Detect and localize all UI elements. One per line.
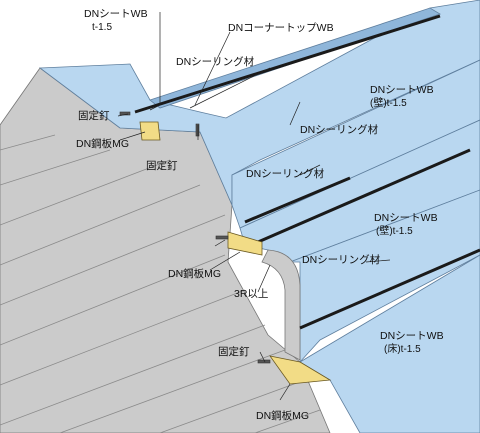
label-sealant-2: DNシーリング材 xyxy=(300,124,379,136)
radius-corner xyxy=(261,249,301,361)
label-nail-2: 固定釘 xyxy=(146,160,178,172)
label-sealant-3: DNシーリング材 xyxy=(246,168,325,180)
nail-1 xyxy=(119,111,131,116)
label-sheet-wall-2-sub: (壁)t-1.5 xyxy=(376,226,413,237)
roof-slope-lines xyxy=(0,134,321,433)
steel-plates xyxy=(139,121,332,385)
label-nail-1: 固定釘 xyxy=(78,110,110,122)
label-nail-3: 固定釘 xyxy=(218,346,250,358)
label-sheet-wall-1-sub: (壁)t-1.5 xyxy=(370,98,407,109)
nail-2 xyxy=(195,123,200,137)
label-steel-1: DN鋼板MG xyxy=(76,138,130,150)
label-sheet-top: DNシートWB xyxy=(84,8,148,20)
label-sheet-floor-sub: (床)t-1.5 xyxy=(384,344,421,355)
label-corner-top: DNコーナートップWB xyxy=(228,22,334,34)
label-steel-3: DN鋼板MG xyxy=(256,410,310,422)
label-radius: 3R以上 xyxy=(234,288,269,300)
label-sheet-wall-2: DNシートWB xyxy=(374,212,438,224)
label-steel-2: DN鋼板MG xyxy=(168,268,222,280)
label-sheet-top-thickness: t-1.5 xyxy=(92,22,113,33)
wall-membrane-lower xyxy=(289,189,480,364)
leader-lines xyxy=(117,12,391,401)
label-sheet-floor: DNシートWB xyxy=(380,330,444,342)
steel-plate-bottom xyxy=(269,355,332,385)
sealant-lines xyxy=(134,14,480,330)
label-sealant-4: DNシーリング材 xyxy=(302,254,381,266)
steel-plate-top xyxy=(139,121,161,141)
label-sheet-wall-1: DNシートWB xyxy=(370,84,434,96)
fixing-nails xyxy=(119,111,271,364)
nail-3 xyxy=(215,235,229,240)
steel-plate-middle xyxy=(227,231,263,256)
label-sealant-1: DNシーリング材 xyxy=(176,56,255,68)
